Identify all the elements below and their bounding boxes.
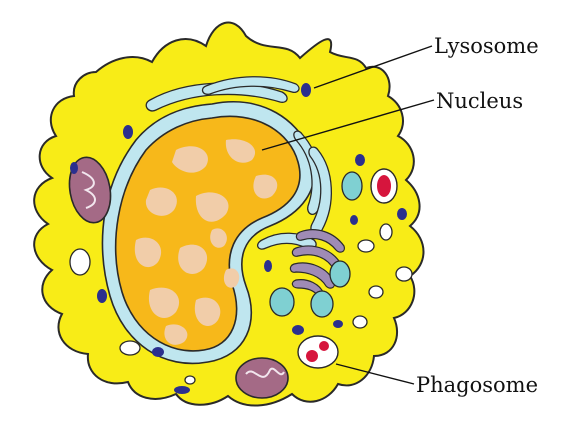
phagosome-label: Phagosome xyxy=(416,373,538,397)
red-vesicle xyxy=(371,169,397,203)
lysosome-label: Lysosome xyxy=(434,34,539,58)
phagosome xyxy=(298,336,338,368)
nucleus-label: Nucleus xyxy=(436,89,523,113)
mitochondrion-bottom xyxy=(236,358,288,398)
